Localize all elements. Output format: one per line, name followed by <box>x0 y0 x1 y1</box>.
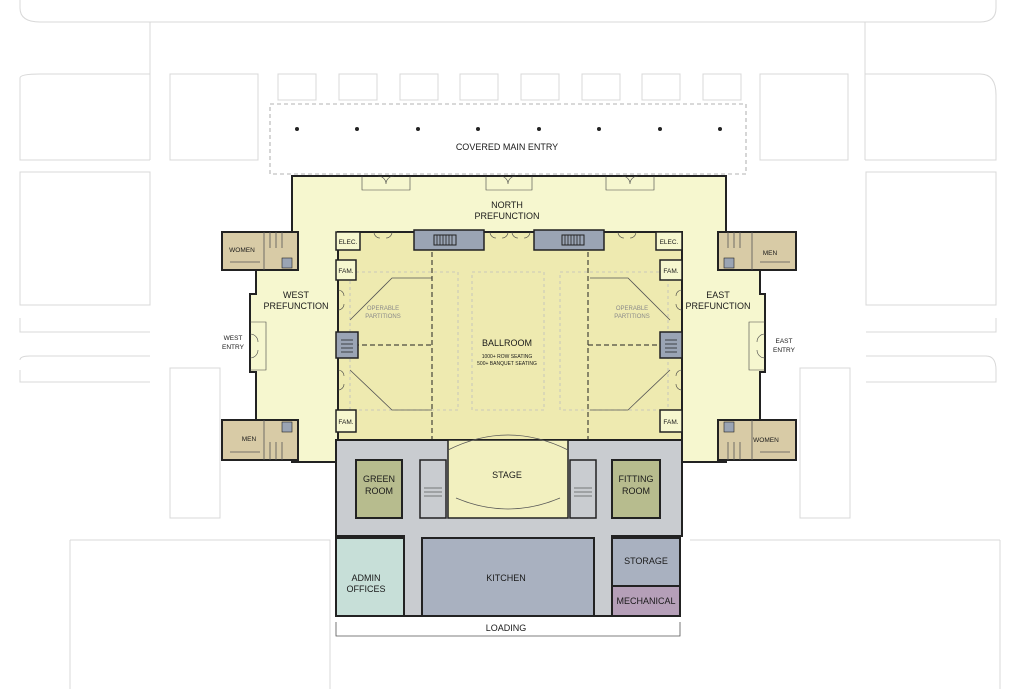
restroom-sw-label: MEN <box>242 436 257 443</box>
fitting-room-label-2: ROOM <box>622 486 650 496</box>
north-prefunction-label-2: PREFUNCTION <box>475 211 540 221</box>
restroom-nw-label: WOMEN <box>229 247 255 254</box>
fam-room-sw-label: FAM. <box>338 419 353 426</box>
site-context <box>19 0 1001 689</box>
ballroom-doors[interactable] <box>337 231 683 391</box>
east-entry[interactable]: EAST ENTRY <box>748 321 796 371</box>
operable-partitions-west-2: PARTITIONS <box>365 314 400 320</box>
support-rooms: ELEC. FAM. FAM. ELEC. FAM. FAM. <box>335 231 683 433</box>
fitting-room-label-1: FITTING <box>619 474 654 484</box>
stage-label: STAGE <box>492 470 522 480</box>
admin-offices: ADMIN OFFICES <box>335 537 405 617</box>
restroom-ne-label: MEN <box>763 250 778 257</box>
storage: STORAGE <box>611 537 681 587</box>
east-prefunction-label-1: EAST <box>706 290 730 300</box>
west-back-stair <box>419 459 447 519</box>
fitting-room: FITTING ROOM <box>611 459 661 519</box>
west-entry-label-1: WEST <box>224 335 243 342</box>
ballroom-row-seating: 1000+ ROW SEATING <box>482 354 533 360</box>
operable-partitions-east-1: OPERABLE <box>616 306 648 312</box>
ballroom-banquet-seating: 500+ BANQUET SEATING <box>477 361 537 367</box>
restroom-se-label: WOMEN <box>753 437 779 444</box>
west-entry-label-2: ENTRY <box>222 344 245 351</box>
green-room: GREEN ROOM <box>355 459 403 519</box>
loading-label: LOADING <box>486 623 527 633</box>
elec-room-east-label: ELEC. <box>660 239 679 246</box>
green-room-label-1: GREEN <box>363 474 395 484</box>
admin-offices-label-2: OFFICES <box>346 584 385 594</box>
restroom-nw: WOMEN <box>221 231 299 271</box>
mechanical: MECHANICAL <box>611 585 681 617</box>
east-back-stair <box>569 459 597 519</box>
restroom-ne: MEN <box>717 231 797 271</box>
admin-offices-label-1: ADMIN <box>352 573 381 583</box>
kitchen-label: KITCHEN <box>486 573 526 583</box>
fam-room-nw-label: FAM. <box>338 268 353 275</box>
east-entry-label-1: EAST <box>776 338 793 345</box>
north-wall-stairs <box>413 229 605 251</box>
restroom-se: WOMEN <box>717 419 797 461</box>
kitchen: KITCHEN <box>421 537 595 617</box>
north-prefunction-label-1: NORTH <box>491 200 523 210</box>
restroom-sw: MEN <box>221 419 299 461</box>
east-entry-label-2: ENTRY <box>773 347 796 354</box>
operable-partitions-west-1: OPERABLE <box>367 306 399 312</box>
operable-partitions-east-2: PARTITIONS <box>614 314 649 320</box>
mechanical-label: MECHANICAL <box>616 596 675 606</box>
elec-room-west-label: ELEC. <box>339 239 358 246</box>
covered-main-entry-label: COVERED MAIN ENTRY <box>456 142 558 152</box>
storage-label: STORAGE <box>624 556 668 566</box>
fam-room-se-label: FAM. <box>663 419 678 426</box>
north-entry-doors[interactable] <box>361 175 655 191</box>
west-prefunction-label-2: PREFUNCTION <box>264 301 329 311</box>
covered-main-entry: COVERED MAIN ENTRY <box>269 103 747 175</box>
side-stairs <box>335 331 683 359</box>
ballroom: BALLROOM 1000+ ROW SEATING 500+ BANQUET … <box>337 231 683 441</box>
loading-dock: LOADING <box>335 622 681 637</box>
ballroom-label: BALLROOM <box>482 338 532 348</box>
green-room-label-2: ROOM <box>365 486 393 496</box>
east-prefunction-label-2: PREFUNCTION <box>686 301 751 311</box>
west-prefunction-label-1: WEST <box>283 290 310 300</box>
west-entry[interactable]: WEST ENTRY <box>222 321 267 371</box>
canopy-columns <box>295 127 722 131</box>
stage: STAGE <box>447 434 569 519</box>
fam-room-ne-label: FAM. <box>663 268 678 275</box>
